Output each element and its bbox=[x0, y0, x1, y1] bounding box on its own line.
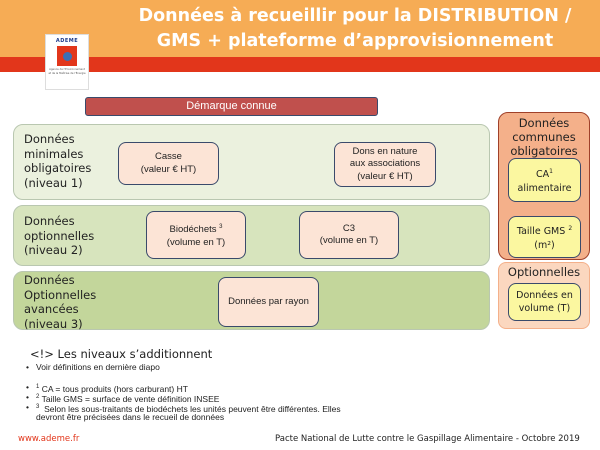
c3-box: C3(volume en T) bbox=[299, 211, 399, 259]
website-link[interactable]: www.ademe.fr bbox=[18, 434, 80, 444]
biodechets-box: Biodéchets 3(volume en T) bbox=[146, 211, 246, 259]
note-bullet: 1 CA = tous produits (hors carburant) HT bbox=[26, 382, 188, 394]
logo-square bbox=[57, 46, 77, 66]
logo-tagline: Agence de l'Environnement bbox=[49, 68, 85, 71]
slide-title: Données à recueillir pour la DISTRIBUTIO… bbox=[120, 4, 590, 54]
donnees-par-rayon-box: Données par rayon bbox=[218, 277, 319, 327]
note-bullet: 2 Taille GMS = surface de vente définiti… bbox=[26, 392, 219, 404]
logo-brand: ADEME bbox=[55, 38, 79, 44]
taille-gms-box: Taille GMS 2(m²) bbox=[508, 216, 581, 258]
header-band bbox=[0, 0, 600, 57]
note-bullet: Voir définitions en dernière diapo bbox=[26, 362, 160, 373]
note-bullet: 3 Selon les sous-traitants de biodéchets… bbox=[26, 402, 341, 414]
logo-tagline: et de la Maîtrise de l'Énergie bbox=[48, 71, 86, 75]
globe-icon bbox=[62, 51, 72, 61]
title-line-1: Données à recueillir pour la DISTRIBUTIO… bbox=[138, 6, 572, 26]
note-continuation: devront être précisées dans le recueil d… bbox=[36, 412, 225, 422]
optional-title: Optionnelles bbox=[507, 265, 581, 279]
header-red-band bbox=[0, 57, 600, 72]
notes-heading: <!> Les niveaux s’additionnent bbox=[30, 347, 213, 361]
title-line-2: GMS + plateforme d’approvisionnement bbox=[156, 31, 554, 51]
demarque-connue-bar: Démarque connue bbox=[85, 97, 378, 116]
casse-box: Casse(valeur € HT) bbox=[118, 142, 219, 185]
footer-text: Pacte National de Lutte contre le Gaspil… bbox=[275, 434, 580, 444]
